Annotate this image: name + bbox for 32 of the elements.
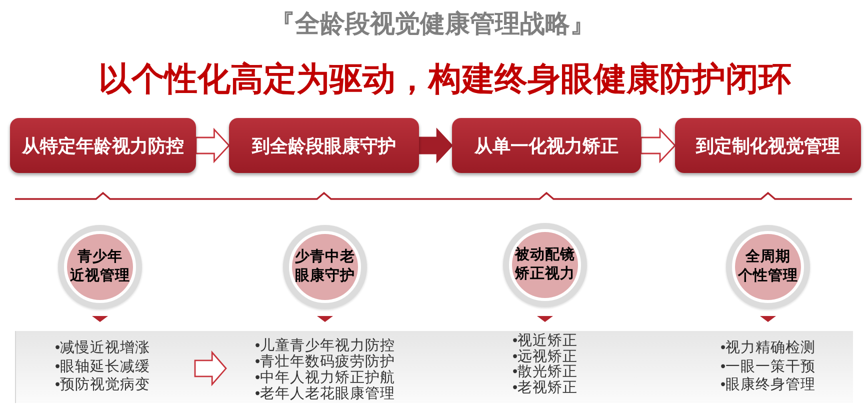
slogan: 以个性化高定为驱动，构建终身眼健康防护闭环 <box>98 59 792 99</box>
list-item: •散光矫正 <box>512 365 578 380</box>
solid-block-arrow <box>418 128 454 164</box>
list-item: •老年人老花眼康管理 <box>254 386 396 402</box>
list-item: •减慢近视增涨 <box>54 339 150 358</box>
stage-box <box>10 118 196 173</box>
list-item: •中年人视力矫正护航 <box>254 370 396 386</box>
stage-label: 从特定年龄视力防控 <box>22 134 184 156</box>
list-item: •视力精确检测 <box>720 339 816 358</box>
list-item: •远视矫正 <box>512 350 578 364</box>
list-item: •儿童青少年视力防控 <box>254 338 396 354</box>
badge-label: 全周期个性管理 <box>738 248 798 286</box>
stage-box <box>229 118 419 173</box>
list-item: •青壮年数码疲劳防护 <box>254 354 396 370</box>
stage-box <box>675 118 861 173</box>
stage-box <box>452 118 641 173</box>
list-item: •预防视觉病变 <box>54 376 150 394</box>
hollow-block-arrow <box>195 128 230 164</box>
list-item: •老视矫正 <box>512 380 578 396</box>
list-item: •眼轴延长减缓 <box>54 358 150 376</box>
stage-label: 从单一化视力矫正 <box>474 134 618 156</box>
list-item: •一眼一策干预 <box>720 358 816 376</box>
list-item: •眼康终身管理 <box>720 376 816 394</box>
hollow-block-arrow <box>194 350 227 386</box>
list-item: •视近矫正 <box>512 334 578 349</box>
badge-label: 少青中老眼康守护 <box>295 248 355 286</box>
title: 『全龄段视觉健康管理战略』 <box>270 9 595 40</box>
stage-label: 到定制化视觉管理 <box>696 134 840 156</box>
badge-label: 被动配镜矫正视力 <box>515 246 575 284</box>
badge-label: 青少年近视管理 <box>70 248 130 286</box>
stage-label: 到全龄段眼康守护 <box>252 134 396 156</box>
hollow-block-arrow <box>640 128 676 164</box>
